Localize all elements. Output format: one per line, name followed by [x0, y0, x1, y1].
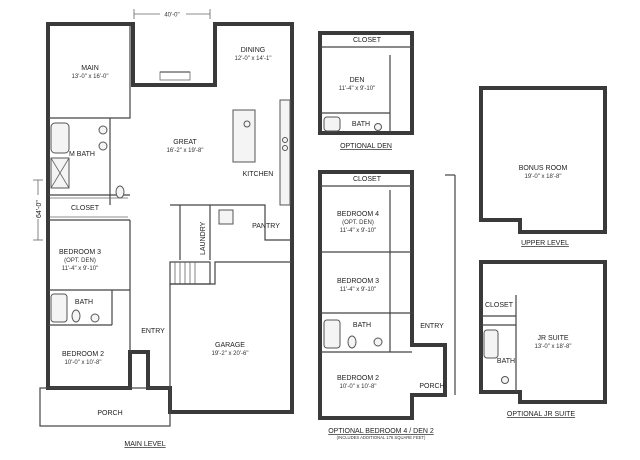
room-sub-bedroom4: (OPT. DEN): [342, 220, 374, 226]
room-label-kitchen: KITCHEN: [243, 171, 274, 178]
room-label-den: DEN: [350, 77, 365, 84]
room-label-den-bath: BATH: [352, 121, 370, 128]
overall-width-dimension: 40'-0": [133, 8, 211, 19]
jr-bath-sink: [501, 376, 509, 384]
room-label-jr-suite: JR SUITE: [537, 335, 568, 342]
room-label-bedroom4: BEDROOM 4: [337, 211, 379, 218]
main-level-plan: 40'-0" 64'-0": [32, 8, 294, 448]
stairs: [169, 261, 211, 285]
room-label-laundry: LAUNDRY: [200, 221, 207, 255]
room-label-pantry: PANTRY: [252, 223, 280, 230]
optional-jr-suite-plan: CLOSET JR SUITE 13'-0" x 18'-8" BATH OPT…: [479, 260, 607, 418]
room-size-dining: 12'-0" x 14'-1": [235, 56, 272, 62]
upper-level-plan: BONUS ROOM 19'-0" x 18'-8" UPPER LEVEL: [479, 86, 607, 247]
optional-bedroom4-note: (INCLUDES ADDITIONAL 176 SQUARE FEET): [337, 435, 426, 440]
optional-den-caption: OPTIONAL DEN: [340, 143, 392, 150]
room-size-great: 16'-2" x 19'-8": [167, 148, 204, 154]
room-label-jr-bath: BATH: [497, 358, 515, 365]
room-sub-bedroom3: (OPT. DEN): [64, 258, 96, 264]
overall-depth-dimension: 64'-0": [32, 179, 44, 241]
range-burner: [282, 145, 288, 151]
jr-suite-exterior: [479, 260, 607, 404]
kitchen-island: [232, 109, 256, 163]
room-size-garage: 19'-2" x 20'-6": [212, 351, 249, 357]
room-label-porch: PORCH: [97, 410, 122, 417]
room-label-m-bath: M BATH: [69, 151, 95, 158]
bath-tub: [50, 293, 68, 323]
room-label-jr-closet: CLOSET: [485, 302, 514, 309]
room-label-great: GREAT: [173, 139, 197, 146]
room-label-bedroom3: BEDROOM 3: [59, 249, 101, 256]
range-burner: [282, 137, 288, 143]
den-bath-tub: [323, 116, 341, 132]
room-label-b4-closet: CLOSET: [353, 176, 382, 183]
optional-bedroom4-plan: CLOSET BEDROOM 4 (OPT. DEN) 11'-4" x 9'-…: [318, 170, 456, 440]
room-label-b4-bedroom3: BEDROOM 3: [337, 278, 379, 285]
porch-slab: [39, 387, 171, 427]
room-size-b4-bedroom3: 11'-4" x 9'-10": [340, 287, 376, 293]
b4-bath-tub: [323, 319, 341, 349]
room-size-bedroom2: 10'-0" x 10'-8": [65, 360, 102, 366]
fireplace-hearth: [159, 71, 191, 81]
room-label-bath: BATH: [75, 299, 93, 306]
den-bath-sink: [374, 123, 382, 131]
main-bedroom-wall: [48, 25, 131, 119]
bath-sink: [90, 313, 100, 323]
room-size-main: 13'-0" x 16'-0": [72, 74, 109, 80]
island-sink: [243, 120, 251, 128]
room-label-b4-porch: PORCH: [419, 383, 444, 390]
bath-toilet: [71, 309, 81, 323]
room-label-bonus: BONUS ROOM: [519, 165, 568, 172]
laundry-appliance: [218, 209, 234, 225]
kitchen-back-wall: [170, 204, 292, 241]
upper-level-exterior: [479, 86, 607, 234]
room-size-jr-suite: 13'-0" x 18'-8": [535, 344, 572, 350]
room-label-entry: ENTRY: [141, 328, 165, 335]
optional-jr-suite-caption: OPTIONAL JR SUITE: [507, 411, 576, 418]
room-size-b4-bedroom2: 10'-0" x 10'-8": [340, 384, 377, 390]
room-label-b4-bath: BATH: [353, 322, 371, 329]
upper-level-caption: UPPER LEVEL: [521, 240, 569, 247]
room-size-bonus: 19'-0" x 18'-8": [525, 174, 562, 180]
room-label-bedroom2: BEDROOM 2: [62, 351, 104, 358]
master-tub: [50, 122, 70, 154]
garage-wall: [170, 261, 292, 285]
room-label-closet: CLOSET: [71, 205, 100, 212]
room-label-garage: GARAGE: [215, 342, 245, 349]
room-label-den-closet: CLOSET: [353, 37, 382, 44]
room-size-den: 11'-4" x 9'-10": [339, 86, 375, 92]
b4-bath-toilet: [347, 335, 357, 349]
optional-bedroom4-exterior: [318, 170, 447, 420]
room-size-bedroom3: 11'-4" x 9'-10": [62, 266, 98, 272]
optional-den-plan: CLOSET DEN 11'-4" x 9'-10" BATH OPTIONAL…: [318, 31, 414, 150]
room-label-b4-bedroom2: BEDROOM 2: [337, 375, 379, 382]
overall-depth-label: 64'-0": [36, 200, 43, 218]
overall-width-label: 40'-0": [164, 13, 179, 19]
kitchen-counter: [279, 99, 291, 206]
room-label-main: MAIN: [81, 65, 99, 72]
optional-bedroom4-caption: OPTIONAL BEDROOM 4 / DEN 2: [328, 428, 434, 435]
vanity-sink: [98, 125, 108, 135]
room-label-dining: DINING: [241, 47, 266, 54]
vanity-sink: [98, 141, 108, 151]
optional-den-exterior: [318, 31, 414, 135]
master-toilet: [115, 185, 125, 199]
jr-bath-tub: [483, 329, 499, 359]
main-level-caption: MAIN LEVEL: [124, 441, 165, 448]
b4-bath-sink: [373, 337, 383, 347]
room-size-bedroom4: 11'-4" x 9'-10": [340, 228, 376, 234]
room-label-b4-entry: ENTRY: [420, 323, 444, 330]
